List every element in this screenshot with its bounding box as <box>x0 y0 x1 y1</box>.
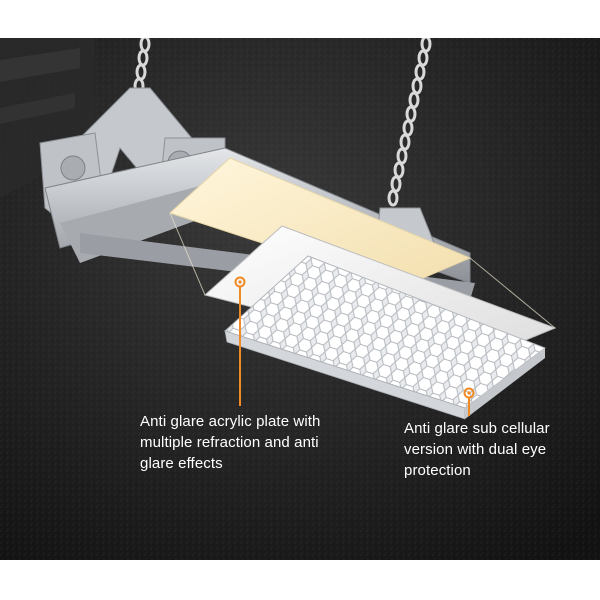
high-bay-light-illustration <box>0 38 600 560</box>
right-chain <box>387 38 432 207</box>
callout-line: protection <box>404 462 471 479</box>
callout-line: glare effects <box>140 455 223 472</box>
callout-leader-right <box>463 387 475 416</box>
callout-acrylic-plate: Anti glare acrylic plate with multiple r… <box>140 411 320 474</box>
callout-line: multiple refraction and anti <box>140 434 319 451</box>
product-photo <box>0 38 600 560</box>
left-chain <box>133 38 151 95</box>
callout-line: version with dual eye <box>404 441 547 458</box>
callout-honeycomb-grille: Anti glare sub cellular version with dua… <box>404 418 550 481</box>
callout-line: Anti glare acrylic plate with <box>140 413 321 430</box>
callout-line: Anti glare sub cellular <box>404 420 550 437</box>
callout-leader-left <box>234 276 246 406</box>
